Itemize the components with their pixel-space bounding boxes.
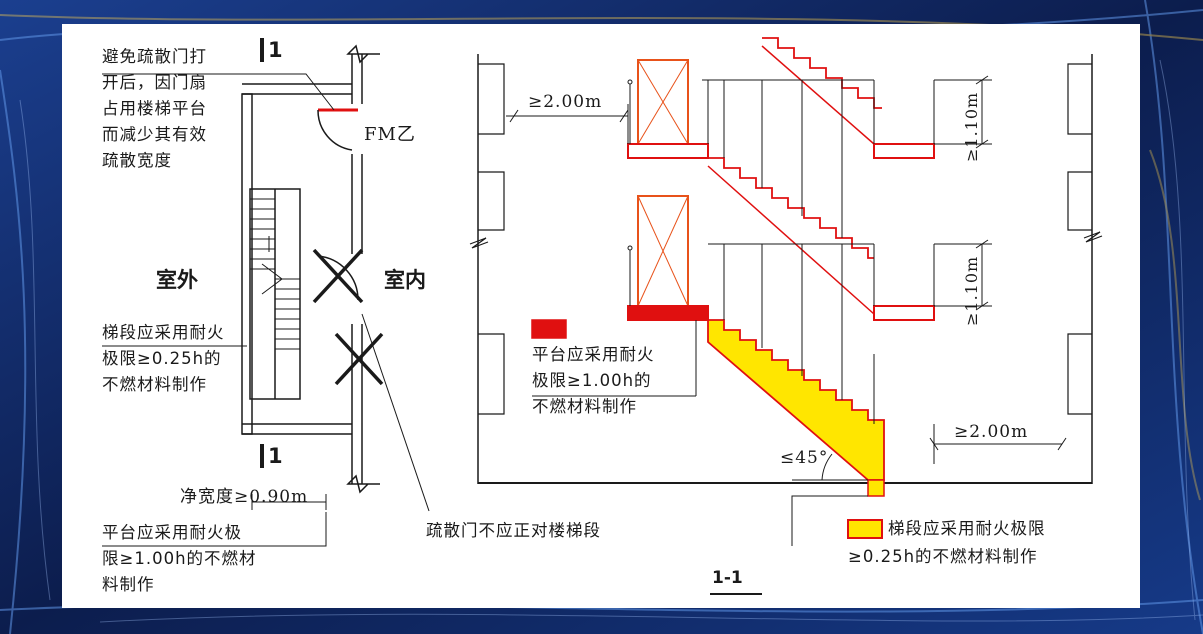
flight-legend-title: 梯段应采用耐火极限 bbox=[888, 519, 1046, 538]
indoor-label: 室内 bbox=[384, 268, 426, 292]
landing-note-line: 限≥1.00h的不燃材 bbox=[102, 549, 257, 568]
landing-legend: 平台应采用耐火 极限≥1.00h的 不燃材料制作 bbox=[532, 342, 655, 420]
bottom-clearance-dim: ≥2.00m bbox=[954, 422, 1029, 442]
door-note-line: 避免疏散门打 bbox=[102, 47, 207, 66]
rail-height-lower-dim: ≥1.10m bbox=[962, 255, 981, 326]
section-mark-top: 1 bbox=[268, 38, 283, 62]
outdoor-label: 室外 bbox=[156, 268, 198, 292]
flight-note: 梯段应采用耐火 极限≥0.25h的 不燃材料制作 bbox=[102, 320, 225, 398]
flight-legend-line: ≥0.25h的不燃材料制作 bbox=[848, 547, 1038, 566]
plan-view bbox=[102, 38, 430, 547]
stair-drawing bbox=[102, 37, 1103, 595]
flight-legend-swatch bbox=[847, 519, 883, 539]
landing-note-line: 平台应采用耐火极 bbox=[102, 523, 242, 542]
section-title: 1-1 bbox=[712, 568, 743, 588]
door-placement-note: 疏散门不应正对楼梯段 bbox=[426, 521, 601, 540]
landing-legend-swatch bbox=[531, 319, 567, 339]
clear-width-dim: 净宽度≥0.90m bbox=[180, 487, 309, 507]
door-note-line: 而减少其有效 bbox=[102, 125, 207, 144]
landing-note: 平台应采用耐火极 限≥1.00h的不燃材 料制作 bbox=[102, 520, 257, 598]
door-note-line: 开后，因门扇 bbox=[102, 73, 207, 92]
drawing-panel: 1 1 避免疏散门打 开后，因门扇 占用楼梯平台 而减少其有效 疏散宽度 FM乙… bbox=[62, 24, 1140, 608]
landing-legend-line: 不燃材料制作 bbox=[532, 397, 637, 416]
landing-legend-line: 极限≥1.00h的 bbox=[532, 371, 652, 390]
door-note: 避免疏散门打 开后，因门扇 占用楼梯平台 而减少其有效 疏散宽度 bbox=[102, 44, 207, 174]
top-clearance-dim: ≥2.00m bbox=[528, 92, 603, 112]
slope-dim: ≤45° bbox=[780, 448, 829, 468]
landing-note-line: 料制作 bbox=[102, 575, 155, 594]
rail-height-upper-dim: ≥1.10m bbox=[962, 91, 981, 162]
door-note-line: 占用楼梯平台 bbox=[102, 99, 207, 118]
door-note-line: 疏散宽度 bbox=[102, 151, 172, 170]
flight-note-line: 梯段应采用耐火 bbox=[102, 323, 225, 342]
landing-legend-line: 平台应采用耐火 bbox=[532, 345, 655, 364]
flight-note-line: 极限≥0.25h的 bbox=[102, 349, 222, 368]
section-view bbox=[469, 37, 1103, 595]
section-mark-bottom: 1 bbox=[268, 444, 283, 468]
door-code: FM乙 bbox=[364, 124, 416, 145]
flight-note-line: 不燃材料制作 bbox=[102, 375, 207, 394]
